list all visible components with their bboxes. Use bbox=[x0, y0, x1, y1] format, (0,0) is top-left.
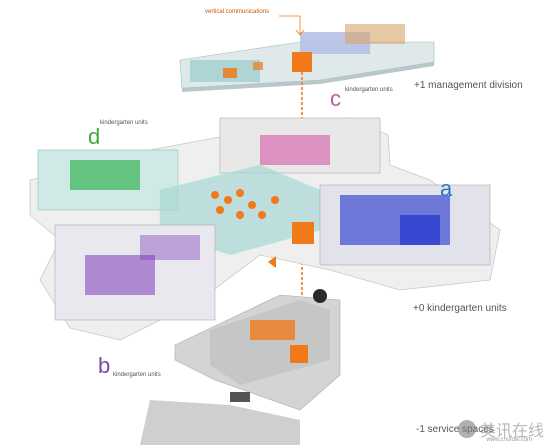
letter-c: c bbox=[330, 86, 341, 111]
service-spaces-label: -1 service spaces bbox=[416, 424, 494, 435]
letter-b: b bbox=[98, 353, 111, 378]
letter-a: a bbox=[440, 176, 453, 201]
vertical-communications-label: vertical communications bbox=[205, 9, 270, 15]
d-units-caption: kindergarten units bbox=[100, 120, 148, 126]
letter-d: d bbox=[88, 124, 101, 149]
watermark-url: www.cnsfdw.com bbox=[486, 437, 532, 443]
watermark-text: 美讯在线 bbox=[479, 421, 544, 440]
service-vehicle bbox=[230, 392, 250, 402]
kindergarten-floor bbox=[29, 117, 501, 341]
kindergarten-units-label: +0 kindergarten units bbox=[413, 303, 507, 314]
elevator-core-top bbox=[292, 52, 312, 72]
watermark-logo-icon bbox=[457, 420, 476, 438]
b-units-caption: kindergarten units bbox=[113, 372, 161, 378]
service-spaces-floor bbox=[140, 289, 341, 445]
c-units-caption: kindergarten units bbox=[345, 87, 393, 93]
elevator-core-mid bbox=[292, 222, 314, 244]
management-division-floor bbox=[179, 24, 435, 92]
management-division-label: +1 management division bbox=[414, 80, 523, 91]
tree-icon bbox=[313, 289, 327, 303]
dining-tables bbox=[211, 189, 279, 219]
watermark: 美讯在线 bbox=[457, 417, 544, 441]
